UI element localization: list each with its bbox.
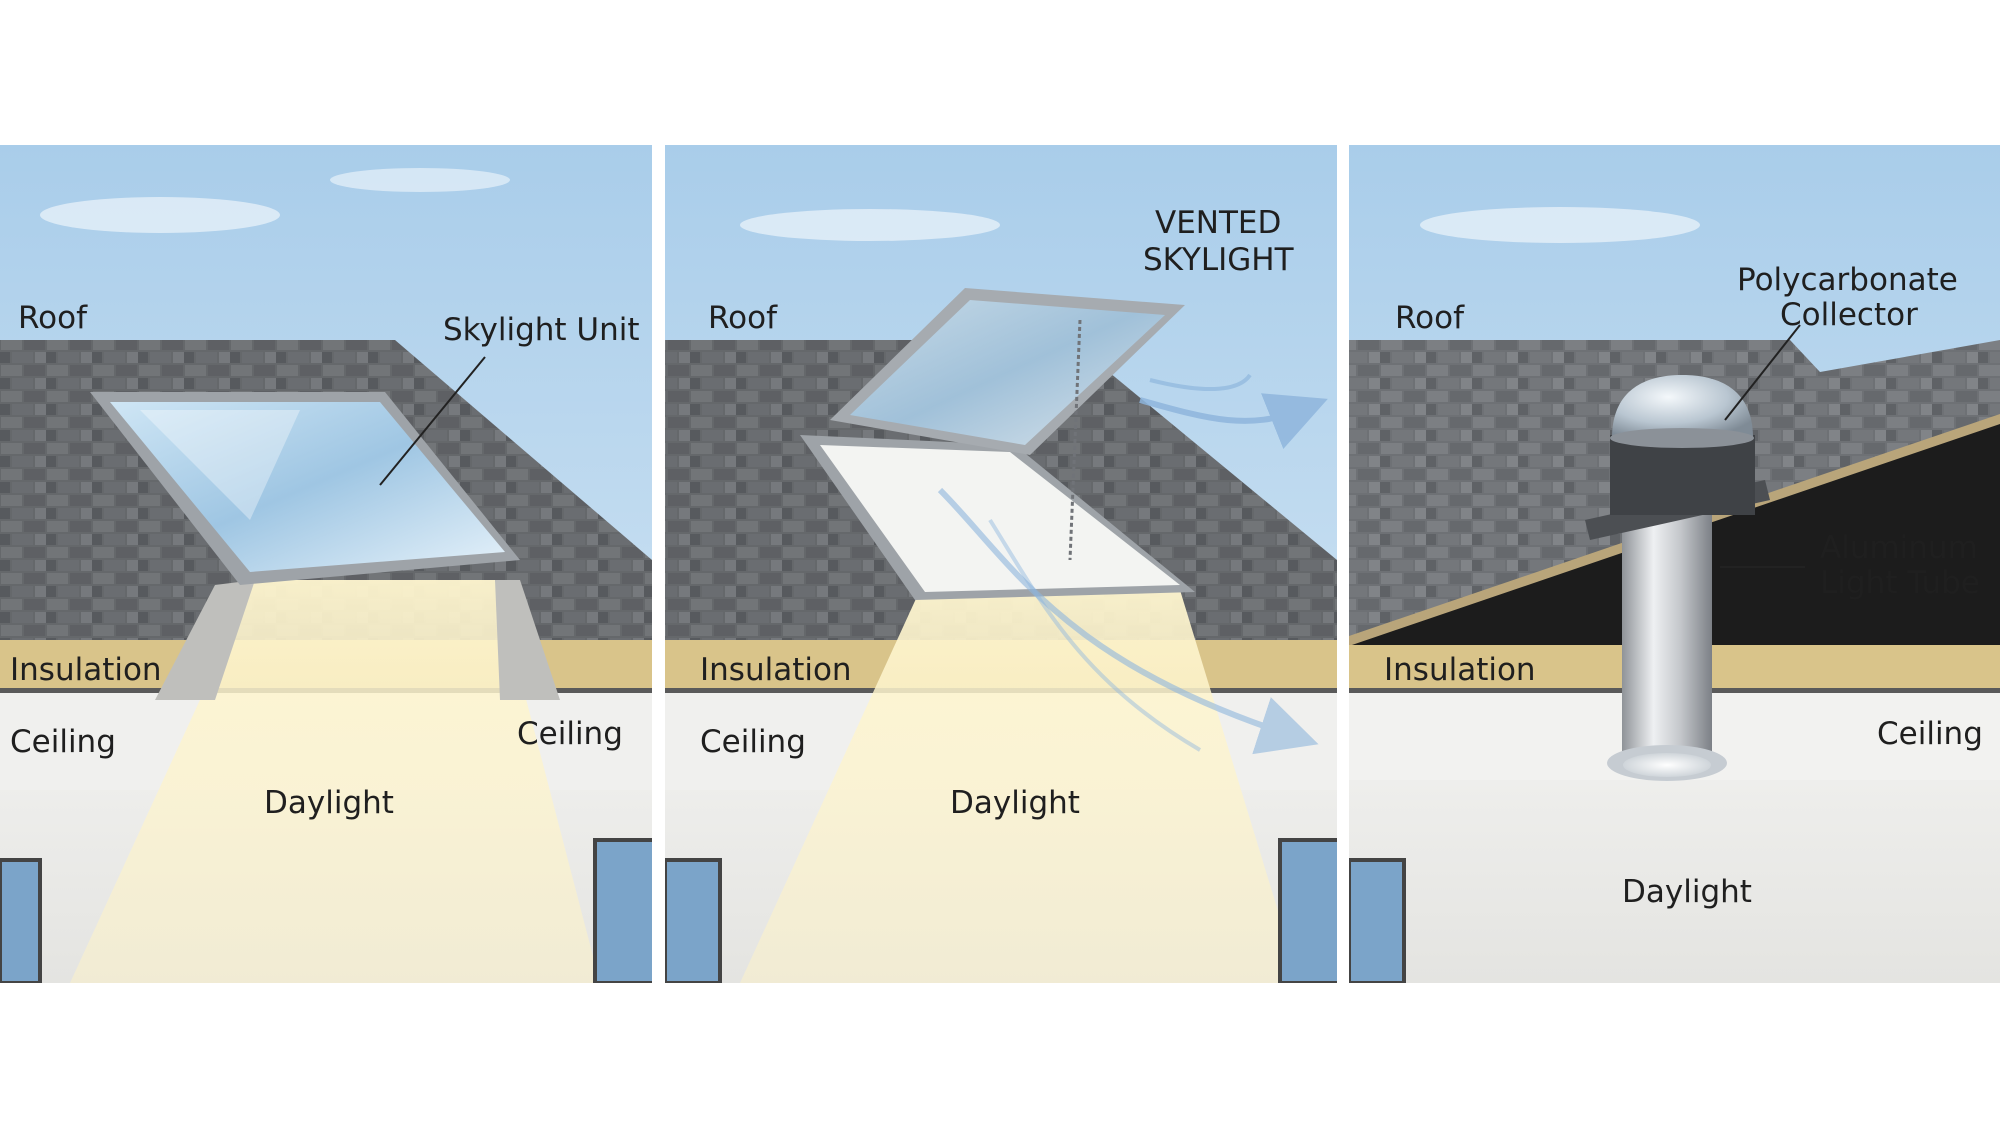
cloud <box>40 197 280 233</box>
skylight-opening <box>820 445 1180 592</box>
panel-vented-skylight: Roof VENTED SKYLIGHT Insulation Ceiling … <box>665 145 1337 983</box>
panel-divider <box>652 145 665 983</box>
light-well <box>155 580 255 700</box>
collector-rim <box>1610 428 1754 448</box>
window <box>1349 858 1406 983</box>
skylight-unit-label: Skylight Unit <box>443 312 640 348</box>
daylight-label: Daylight <box>1622 874 1752 910</box>
collector-housing <box>1610 435 1755 515</box>
airflow-arrow <box>937 487 1319 755</box>
panel-fixed-skylight: Roof Skylight Unit Insulation Ceiling Ce… <box>0 145 652 983</box>
leader-line <box>379 356 486 486</box>
light-shaft <box>740 590 1300 983</box>
cloud <box>740 209 1000 241</box>
light-shaft <box>70 580 600 983</box>
polycarbonate-collector <box>1612 375 1753 438</box>
insulation-label: Insulation <box>10 652 162 688</box>
airflow-arrow <box>988 518 1202 752</box>
collector-label-line1: Polycarbonate <box>1737 262 1958 298</box>
panel-divider <box>1337 145 1349 983</box>
sash-chain <box>1068 319 1082 561</box>
insulation-label: Insulation <box>700 652 852 688</box>
window <box>0 858 42 983</box>
vented-skylight-title-line1: VENTED <box>1155 205 1281 241</box>
insulation-label: Insulation <box>1384 652 1536 688</box>
ceiling-left-label: Ceiling <box>10 724 116 760</box>
ceiling-left-label: Ceiling <box>700 724 806 760</box>
roof-label: Roof <box>18 300 88 336</box>
ceiling-right-label: Ceiling <box>517 716 623 752</box>
window <box>665 858 722 983</box>
vented-skylight-title-line2: SKYLIGHT <box>1143 242 1295 278</box>
skylight-sash-glass <box>850 300 1165 445</box>
window <box>1278 838 1337 983</box>
cloud <box>1420 207 1700 243</box>
ceiling-right-label: Ceiling <box>1877 716 1983 752</box>
collector-label-line2: Collector <box>1780 297 1918 333</box>
skylight-glass-shine <box>140 410 300 520</box>
light-well <box>495 580 560 700</box>
tube-label-line1: Aluminum <box>1820 530 1978 566</box>
tube-label-line2: Light Tube <box>1820 565 1980 601</box>
cloud <box>330 168 510 192</box>
leader-line <box>1724 324 1801 421</box>
daylight-label: Daylight <box>264 785 394 821</box>
airflow-arrow <box>1139 393 1328 449</box>
roof-label: Roof <box>1395 300 1465 336</box>
daylight-label: Daylight <box>950 785 1080 821</box>
airflow-arrow <box>1149 373 1252 391</box>
panel-tubular-skylight: Roof Polycarbonate Collector Aluminum Li… <box>1349 145 2000 983</box>
aluminum-light-tube <box>1622 495 1712 755</box>
skylight-glass <box>110 402 505 572</box>
roof-label: Roof <box>708 300 778 336</box>
window <box>593 838 652 983</box>
ceiling-diffuser <box>1623 753 1711 777</box>
